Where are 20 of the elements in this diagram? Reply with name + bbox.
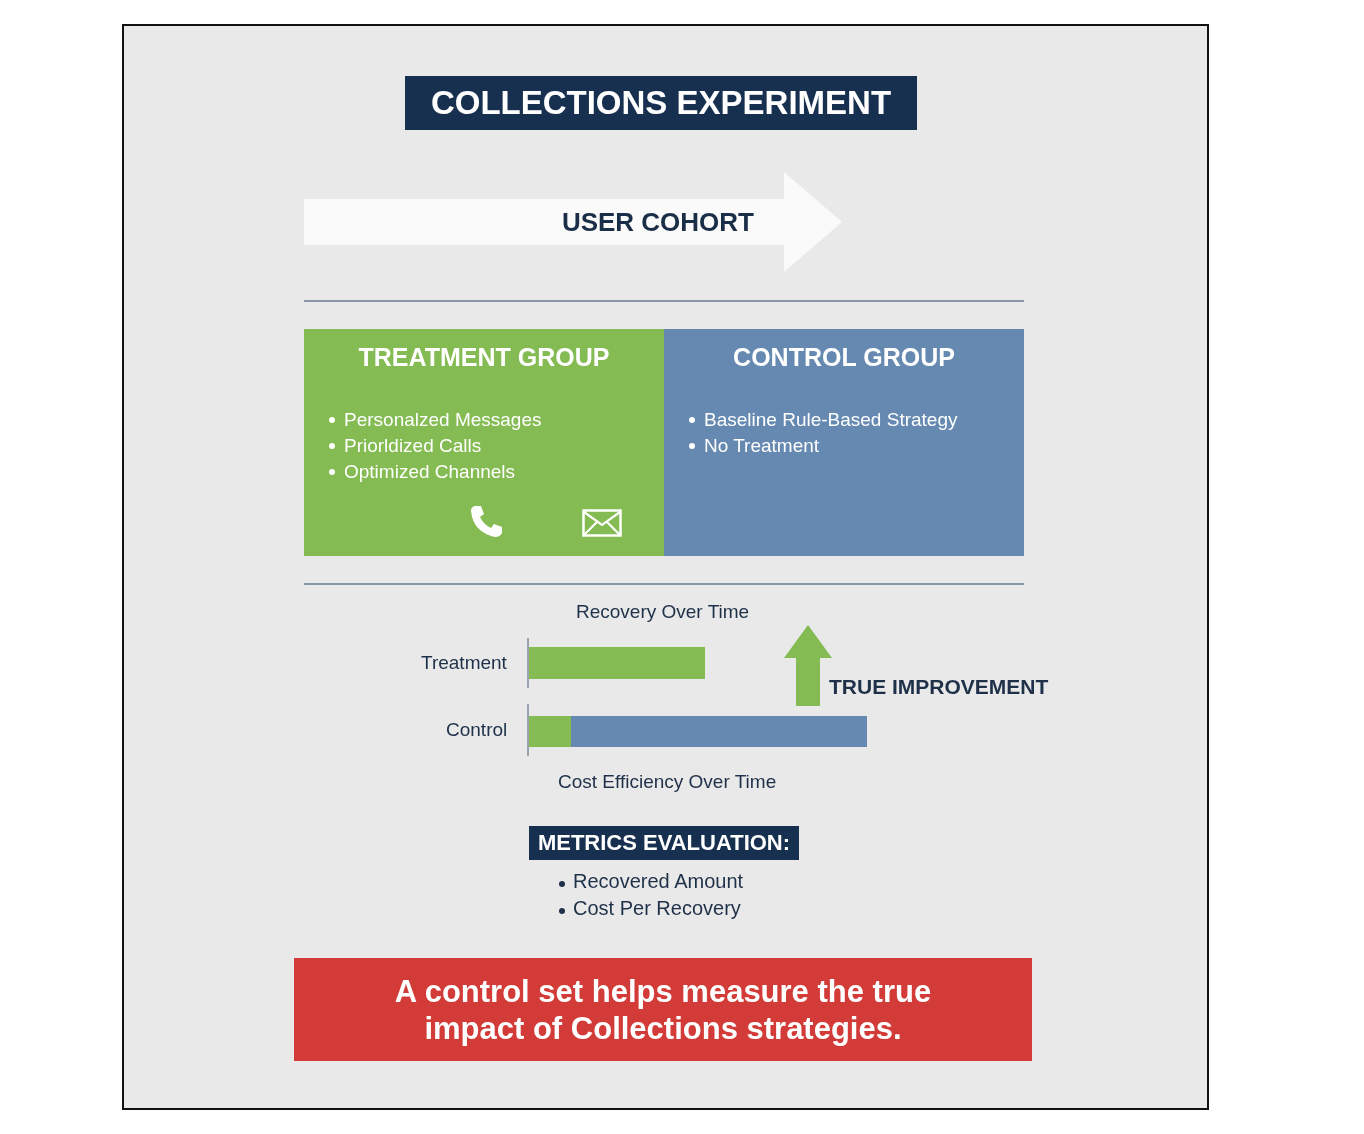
bullet-item: No Treatment [704,434,820,458]
section-tag: METRICS EVALUATION: [529,826,799,860]
bullet-item: Optimized Channels [344,460,516,484]
group-panel [304,329,664,556]
bullet-item: Priorldized Calls [344,434,482,458]
bullet-item: Personalzed Messages [344,408,542,432]
panel-heading: TREATMENT GROUP [357,343,611,372]
chart-label: Control [446,719,508,741]
callout-text: TRUE IMPROVEMENT [829,675,1049,699]
chart-label: Treatment [421,652,507,674]
conclusion-banner: A control set helps measure the true impact of Collections strategies. [294,958,1032,1061]
bullet-item: Baseline Rule-Based Strategy [704,408,958,432]
bullet-item: Recovered Amount [573,870,744,893]
panel-heading: CONTROL GROUP [732,343,956,372]
arrow-label: USER COHORT [561,207,754,238]
chart-label: Cost Efficiency Over Time [558,771,777,793]
bullet-item: Cost Per Recovery [573,897,741,920]
chart-label: Recovery Over Time [576,601,750,623]
title-banner: COLLECTIONS EXPERIMENT [405,76,917,130]
group-panel [664,329,1024,556]
